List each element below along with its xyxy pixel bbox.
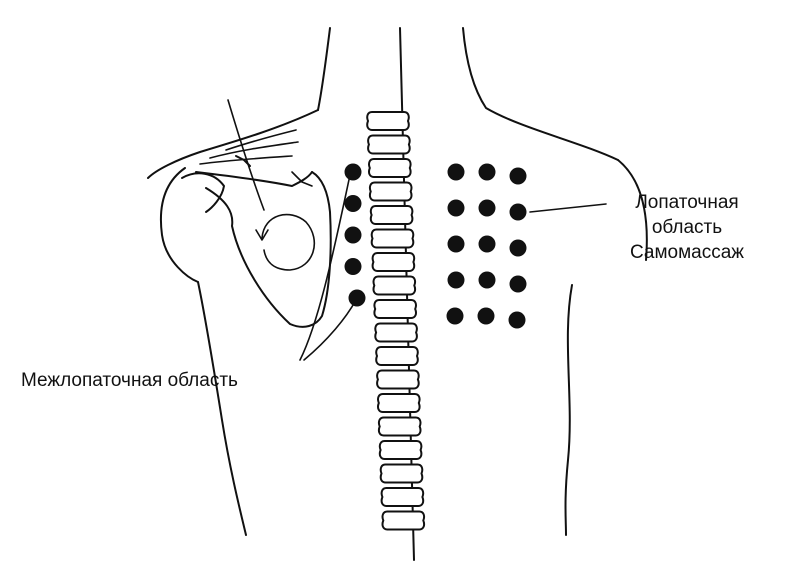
vertebra: [374, 322, 418, 343]
massage-point: [478, 271, 496, 289]
vertebra: [378, 440, 423, 460]
vertebra: [377, 393, 421, 413]
massage-point: [344, 195, 362, 212]
vertebra: [370, 228, 415, 249]
circular-arrow-head: [255, 229, 269, 241]
vertebra: [379, 463, 424, 484]
vertebra: [369, 205, 414, 225]
clavicle-line-2: [209, 141, 299, 159]
humeral-head: [181, 172, 225, 213]
massage-point: [509, 167, 527, 185]
arrow-shaft: [227, 99, 265, 211]
left-neck-line: [317, 27, 331, 111]
scapular-label-line2: область: [651, 217, 723, 238]
massage-point: [509, 203, 527, 221]
left-shoulder-top: [147, 109, 319, 179]
massage-point: [344, 226, 362, 244]
massage-point: [509, 275, 527, 293]
vertebra: [377, 416, 422, 437]
body-outline: [147, 27, 648, 536]
massage-point: [446, 307, 464, 325]
scapula-outline: [205, 171, 332, 328]
scapula: [195, 99, 332, 328]
vertebra: [368, 181, 413, 202]
left-side-line: [197, 281, 247, 536]
massage-point: [478, 235, 496, 253]
scapular-label-line1: Лопаточная: [635, 192, 739, 213]
interscapular-points: [344, 163, 366, 307]
massage-point: [447, 163, 465, 181]
massage-point: [447, 199, 465, 217]
vertebra: [371, 252, 416, 272]
scapular-points-grid: [446, 163, 527, 329]
pointer-line-scapular: [529, 203, 607, 213]
vertebra: [373, 299, 417, 319]
right-shoulder-line: [617, 159, 648, 261]
massage-point: [344, 163, 362, 181]
massage-point: [478, 163, 496, 181]
massage-point: [447, 235, 465, 253]
massage-point: [509, 239, 527, 257]
massage-point: [478, 199, 496, 217]
vertebra: [367, 134, 411, 155]
massage-point: [344, 258, 362, 275]
vertebra: [366, 111, 410, 131]
pointer-line-interscapular-1: [299, 174, 351, 361]
circular-motion-arrow: [261, 213, 316, 271]
vertebra: [380, 487, 425, 507]
interscapular-region-label: Межлопаточная область: [21, 370, 238, 391]
vertebra: [372, 275, 417, 296]
massage-point: [508, 311, 526, 329]
scapular-label-line3: Самомассаж: [629, 242, 745, 263]
massage-point: [447, 271, 465, 289]
vertebrae: [366, 111, 426, 531]
vertebra: [368, 158, 412, 178]
vertebra: [375, 346, 419, 366]
vertebra: [381, 510, 426, 531]
massage-point: [477, 307, 495, 325]
left-shoulder-joint: [159, 167, 199, 283]
scapular-spine: [195, 171, 313, 187]
right-side-line: [564, 284, 573, 536]
coracoid-mark: [291, 171, 313, 187]
right-neck-shoulder-line: [462, 27, 619, 161]
vertebra: [376, 369, 420, 390]
scapular-region-label: Лопаточная область Самомассаж: [597, 190, 777, 265]
clavicle-line-3: [225, 129, 297, 151]
massage-point: [348, 289, 366, 307]
